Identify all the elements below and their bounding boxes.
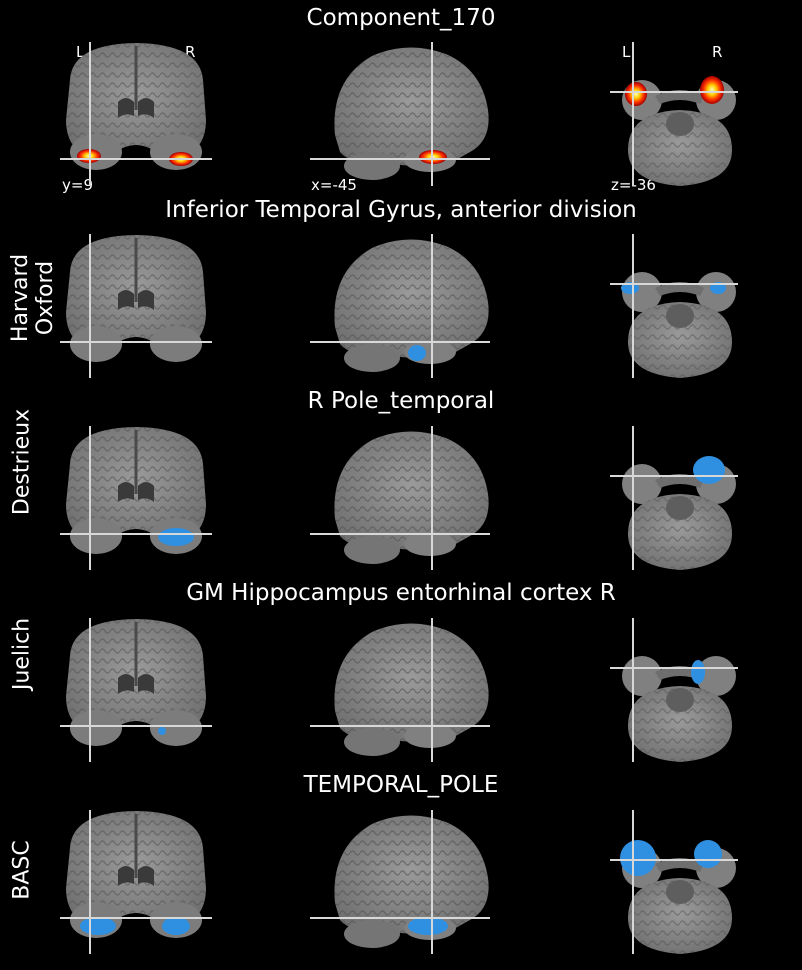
coronal-temporal-left bbox=[70, 710, 122, 746]
sagittal-gyri bbox=[334, 239, 489, 361]
coronal-temporal-left bbox=[70, 518, 122, 554]
sagittal-temporal-lobe bbox=[404, 532, 456, 556]
coronal-ventricle-left bbox=[118, 674, 134, 694]
axial-pons-bridge bbox=[655, 90, 704, 104]
brain-row-4 bbox=[60, 810, 738, 954]
sagittal-cerebellum bbox=[344, 536, 400, 564]
coronal-temporal-right bbox=[150, 710, 202, 746]
sagittal-cerebellum bbox=[344, 920, 400, 948]
activation-blob-4-2 bbox=[408, 917, 448, 935]
coronal-ventricle-left bbox=[118, 290, 134, 310]
axial-brainstem bbox=[666, 688, 694, 712]
sagittal-temporal-lobe bbox=[404, 724, 456, 748]
activation-blob-0-4 bbox=[700, 76, 724, 104]
orientation-right-label: R bbox=[185, 43, 196, 61]
sagittal-cerebellum bbox=[344, 728, 400, 756]
axial-temporal-right bbox=[696, 656, 736, 696]
axial-brainstem bbox=[666, 112, 694, 136]
coronal-temporal-left bbox=[70, 326, 122, 362]
axial-cerebellum-folia bbox=[628, 686, 732, 762]
coronal-ventricle-right bbox=[138, 98, 154, 118]
orientation-right-label-axial: R bbox=[712, 43, 723, 61]
axial-brainstem bbox=[666, 304, 694, 328]
axial-pons-bridge bbox=[655, 282, 704, 296]
axial-cerebellum-folia bbox=[628, 110, 732, 186]
coronal-ventricle-right bbox=[138, 290, 154, 310]
coord-y-label: y=9 bbox=[62, 176, 93, 194]
brain-row-2 bbox=[60, 426, 738, 570]
activation-blob-4-0 bbox=[80, 917, 116, 935]
sagittal-gyri bbox=[334, 623, 489, 745]
axial-cerebellum-folia bbox=[628, 494, 732, 570]
axial-cerebellum-folia bbox=[628, 878, 732, 954]
row-title-juelich: GM Hippocampus entorhinal cortex R bbox=[186, 580, 616, 606]
row-title-component: Component_170 bbox=[306, 5, 496, 31]
brain-row-1 bbox=[60, 234, 738, 378]
coord-x-label: x=-45 bbox=[311, 176, 357, 194]
axial-brainstem bbox=[666, 496, 694, 520]
activation-blob-1-1 bbox=[408, 345, 426, 361]
activation-blob-4-4 bbox=[694, 840, 722, 868]
axial-pons-bridge bbox=[655, 474, 704, 488]
coronal-ventricle-right bbox=[138, 674, 154, 694]
sagittal-cerebellum bbox=[344, 344, 400, 372]
activation-blob-4-1 bbox=[162, 917, 190, 935]
sagittal-gyri bbox=[334, 431, 489, 553]
activation-blob-2-0 bbox=[158, 528, 194, 546]
coronal-ventricle-left bbox=[118, 98, 134, 118]
row-title-basc: TEMPORAL_POLE bbox=[303, 772, 499, 798]
activation-blob-2-2 bbox=[693, 456, 725, 484]
axial-cerebellum-folia bbox=[628, 302, 732, 378]
row-title-harvard-oxford: Inferior Temporal Gyrus, anterior divisi… bbox=[165, 197, 637, 223]
activation-blob-0-3 bbox=[625, 82, 647, 106]
activation-blob-3-0 bbox=[158, 727, 166, 735]
coronal-ventricle-right bbox=[138, 866, 154, 886]
activation-blob-4-3 bbox=[620, 840, 656, 876]
coronal-temporal-right bbox=[150, 326, 202, 362]
coronal-ventricle-right bbox=[138, 482, 154, 502]
orientation-left-label-axial: L bbox=[622, 43, 631, 61]
sagittal-gyri bbox=[334, 47, 489, 169]
brain-row-3 bbox=[60, 618, 738, 762]
coronal-ventricle-left bbox=[118, 482, 134, 502]
activation-blob-3-2 bbox=[691, 660, 705, 684]
row-title-destrieux: R Pole_temporal bbox=[307, 388, 495, 414]
sagittal-cerebellum bbox=[344, 152, 400, 180]
axial-brainstem bbox=[666, 880, 694, 904]
axial-pons-bridge bbox=[655, 858, 704, 872]
brain-row-0 bbox=[60, 42, 738, 186]
coronal-ventricle-left bbox=[118, 866, 134, 886]
orientation-left-label: L bbox=[76, 43, 85, 61]
sagittal-gyri bbox=[334, 815, 489, 937]
